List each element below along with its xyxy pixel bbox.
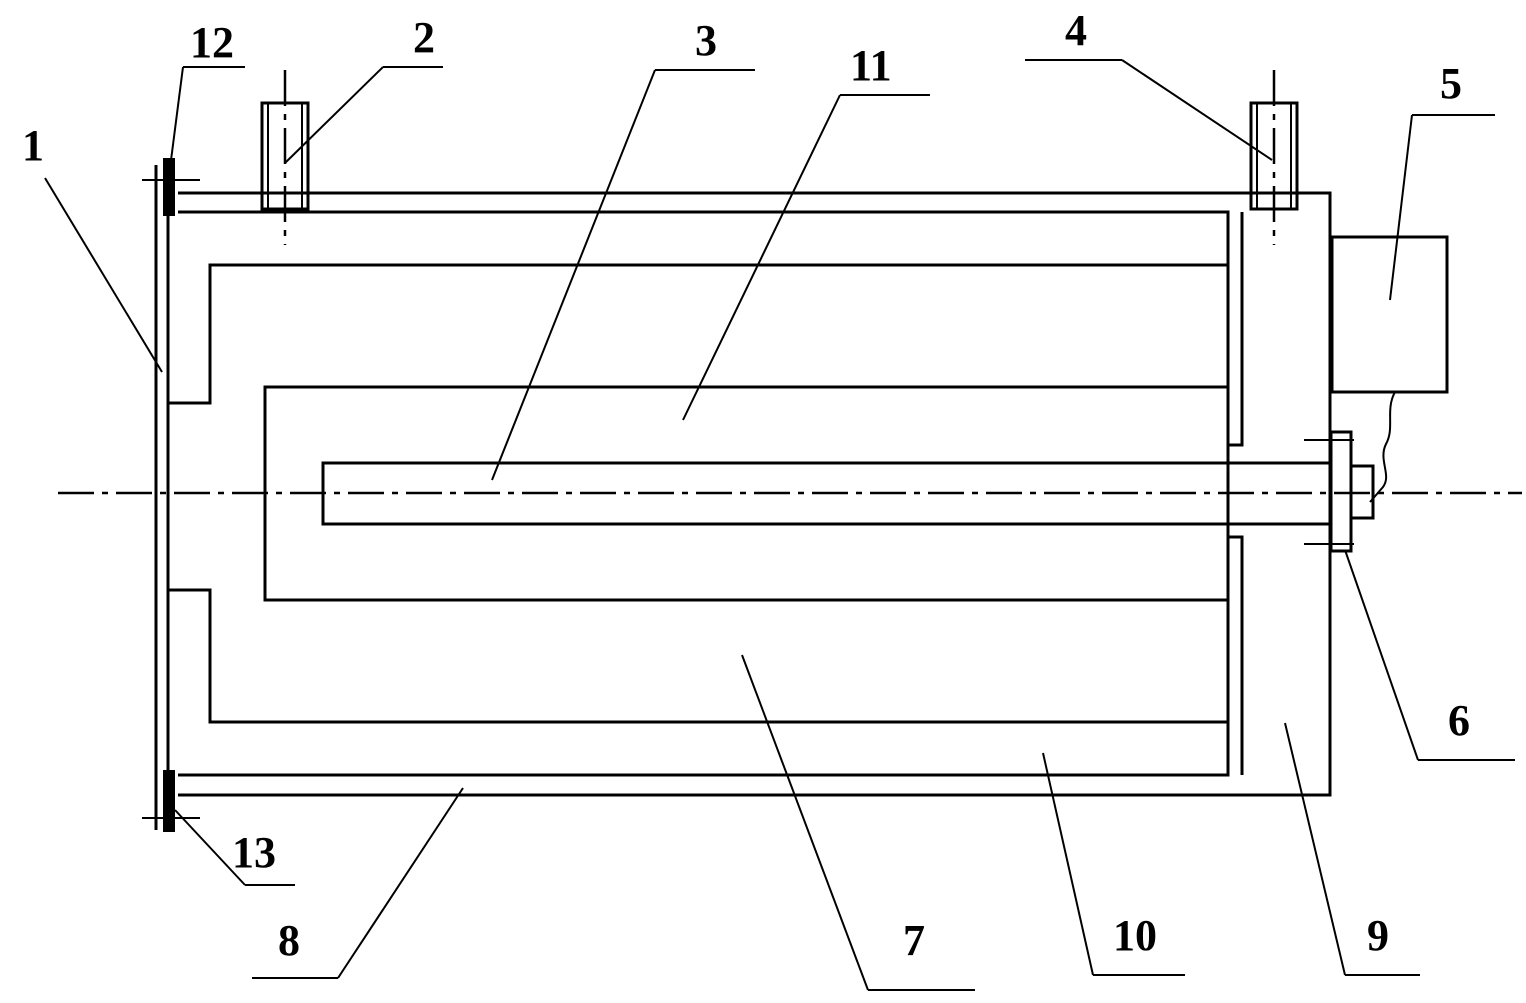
label-11: 11: [850, 41, 892, 90]
label-2: 2: [413, 13, 435, 62]
label-3: 3: [695, 16, 717, 65]
label-8: 8: [278, 916, 300, 965]
partition-plate: [1226, 212, 1244, 775]
box-component: [1330, 235, 1449, 503]
callout-labels: 1 12 2 3 11 4 5 6 13 8 7 10 9: [22, 6, 1470, 965]
flange-fitting: [1304, 430, 1375, 553]
bolt-bottom: [142, 770, 200, 832]
label-1: 1: [22, 121, 44, 170]
label-13: 13: [232, 828, 276, 877]
leader-lines: [44, 59, 1515, 991]
label-9: 9: [1367, 911, 1389, 960]
label-4: 4: [1065, 6, 1087, 55]
label-7: 7: [903, 916, 925, 965]
end-plate: [154, 165, 170, 830]
label-10: 10: [1113, 911, 1157, 960]
label-12: 12: [190, 18, 234, 67]
inlet-pipe: [260, 70, 310, 245]
bolt-top: [142, 158, 200, 216]
label-6: 6: [1448, 696, 1470, 745]
outlet-pipe: [1249, 70, 1299, 245]
label-5: 5: [1440, 59, 1462, 108]
